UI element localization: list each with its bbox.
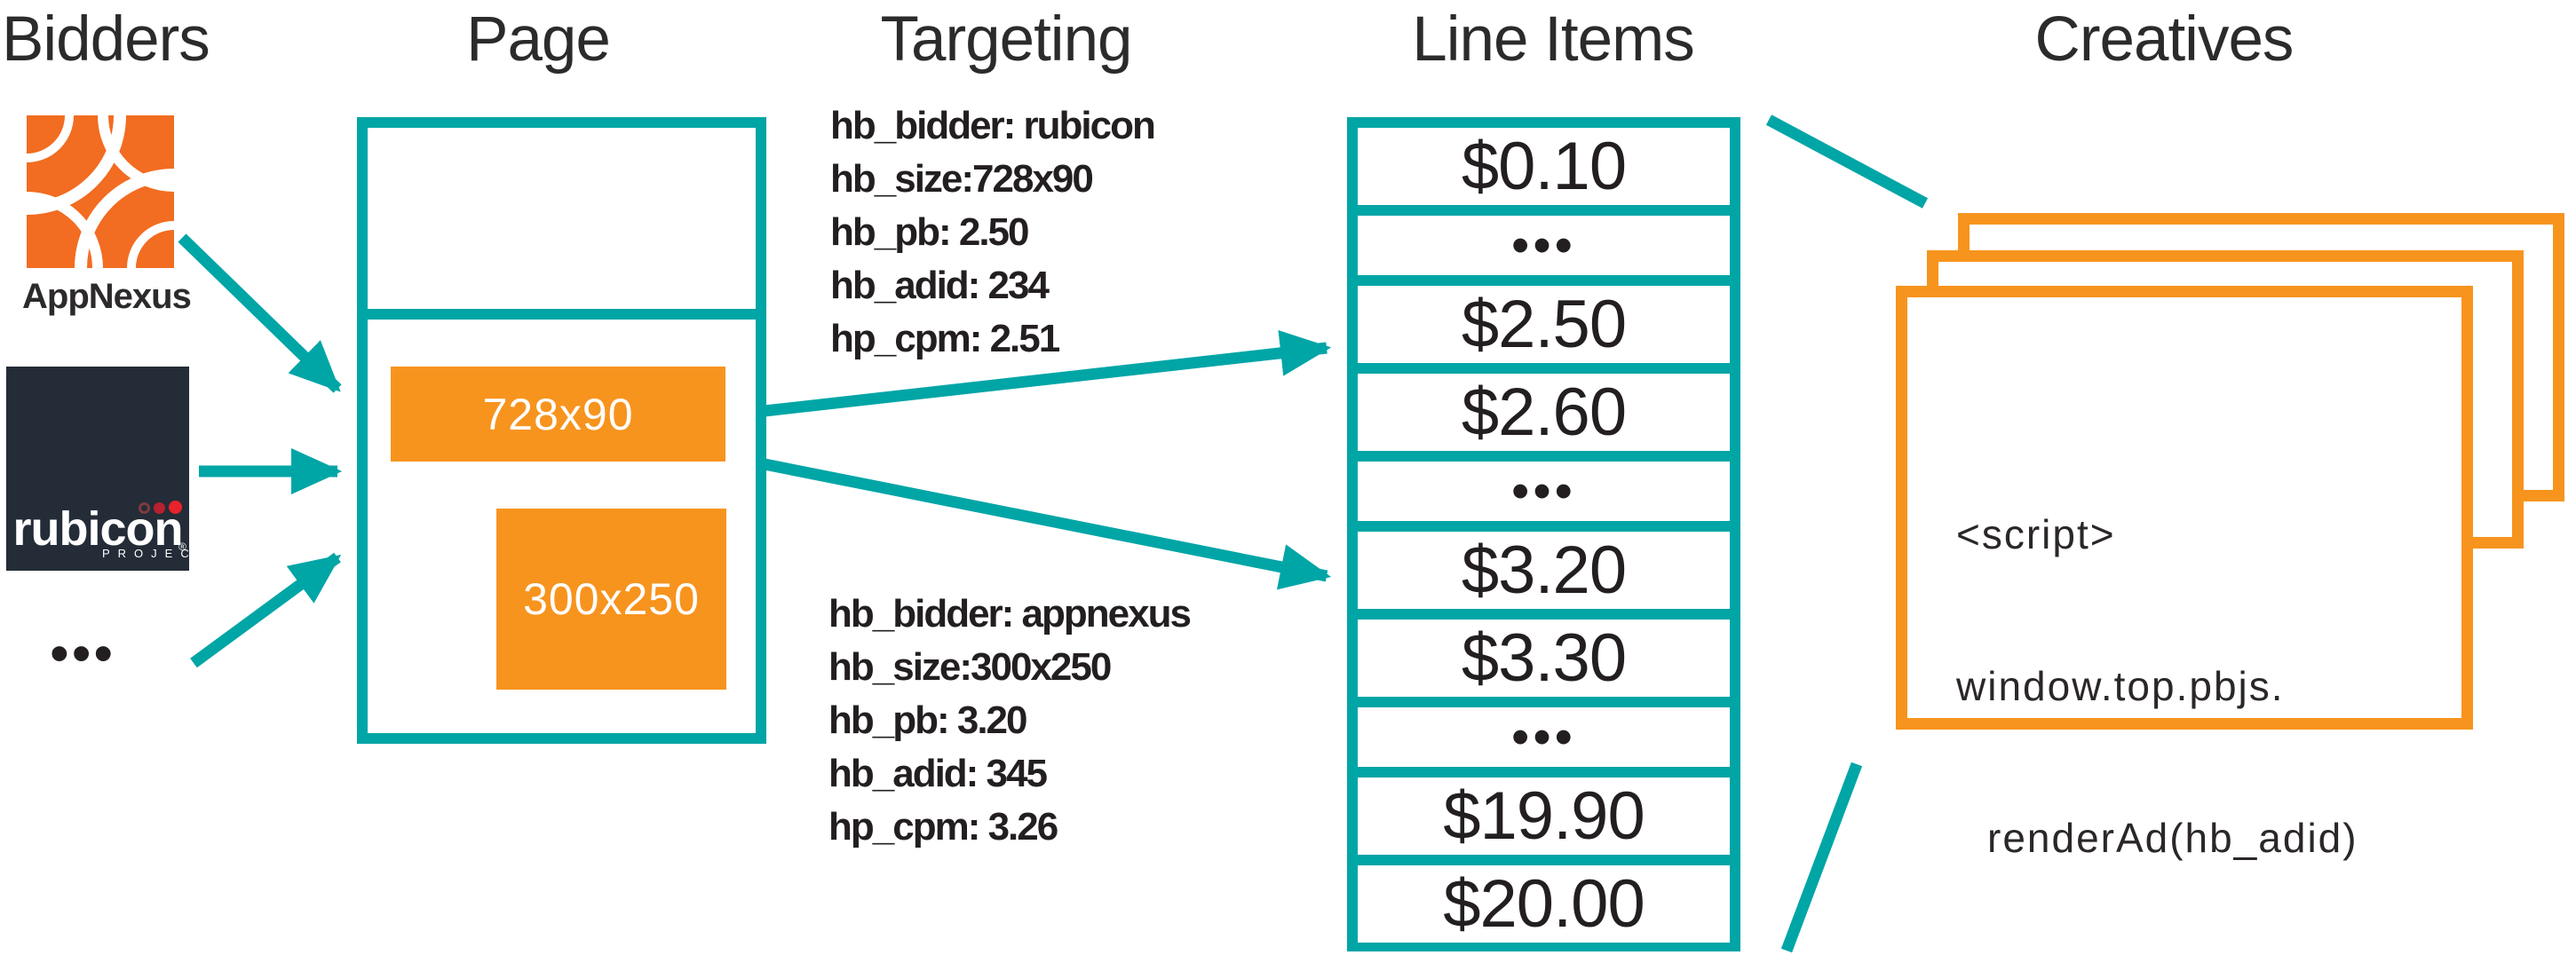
line-item-row: $3.20 — [1358, 532, 1730, 609]
page-header-divider — [368, 309, 756, 320]
rubicon-registered-mark: ® — [178, 541, 186, 553]
rubicon-wordmark: rubicon — [12, 502, 184, 556]
page-wireframe: 728x90 300x250 — [357, 117, 766, 744]
line-item-row-ellipsis: ••• — [1358, 462, 1730, 521]
targeting-line: hb_pb: 2.50 — [830, 210, 1029, 254]
arrow-other-bidders-to-page — [190, 552, 342, 668]
rubicon-dot-bright — [169, 501, 182, 514]
bidders-more-ellipsis: ••• — [50, 623, 116, 684]
ad-slot-728x90-label: 728x90 — [482, 389, 634, 439]
targeting-keyvalues-appnexus: hb_bidder: appnexus hb_size:300x250 hb_p… — [828, 588, 1192, 854]
targeting-line: hb_bidder: rubicon — [830, 104, 1156, 147]
targeting-line: hb_size:300x250 — [828, 645, 1112, 689]
targeting-line: hb_adid: 345 — [828, 752, 1048, 795]
targeting-line: hb_size:728x90 — [830, 157, 1094, 201]
line-item-row-ellipsis: ••• — [1358, 707, 1730, 767]
rubicon-logo: rubicon ® PROJECT — [6, 367, 189, 571]
targeting-line: hb_pb: 3.20 — [828, 699, 1027, 742]
line-item-row: $2.50 — [1358, 286, 1730, 363]
targeting-line: hb_adid: 234 — [830, 264, 1050, 307]
line-item-row: $20.00 — [1358, 865, 1730, 943]
rubicon-dot-outline — [139, 502, 150, 514]
column-title-bidders: Bidders — [2, 4, 210, 75]
line-table-top-to-creatives — [1765, 114, 1929, 209]
targeting-line: hp_cpm: 3.26 — [828, 805, 1058, 849]
column-title-line-items: Line Items — [1412, 4, 1695, 75]
column-title-creatives: Creatives — [2034, 4, 2295, 75]
targeting-line: hb_bidder: appnexus — [828, 592, 1192, 635]
creative-card-front: <script> window.top.pbjs. renderAd(hb_ad… — [1896, 286, 2473, 861]
line-items-price-table: $0.10 ••• $2.50 $2.60 ••• $3.20 $3.30 ••… — [1347, 117, 1740, 951]
line-item-row: $2.60 — [1358, 374, 1730, 451]
line-table-bottom-to-creatives — [1780, 762, 1863, 953]
appnexus-label: AppNexus — [22, 277, 192, 316]
script-line: renderAd(hb_adid) — [1987, 815, 2358, 861]
targeting-line: hp_cpm: 2.51 — [830, 317, 1060, 360]
script-line: <script> — [1956, 511, 2116, 557]
appnexus-logo-icon — [27, 115, 174, 268]
column-title-page: Page — [466, 4, 611, 75]
script-line: window.top.pbjs. — [1956, 663, 2285, 709]
arrow-appnexus-to-page — [178, 233, 342, 393]
line-item-row: $19.90 — [1358, 778, 1730, 855]
ad-slot-728x90: 728x90 — [391, 367, 725, 462]
arrow-page-to-line-item-320 — [763, 458, 1332, 590]
rubicon-dot-mid — [154, 502, 165, 514]
line-item-row-ellipsis: ••• — [1358, 216, 1730, 275]
ad-slot-300x250-label: 300x250 — [523, 574, 700, 624]
creative-script-snippet: <script> window.top.pbjs. renderAd(hb_ad… — [1956, 408, 2358, 963]
rubicon-project-label: PROJECT — [102, 547, 189, 560]
targeting-keyvalues-rubicon: hb_bidder: rubicon hb_size:728x90 hb_pb:… — [830, 99, 1156, 366]
line-item-row: $0.10 — [1358, 128, 1730, 205]
ad-slot-300x250: 300x250 — [496, 509, 726, 690]
column-title-targeting: Targeting — [880, 4, 1132, 75]
line-item-row: $3.30 — [1358, 620, 1730, 697]
